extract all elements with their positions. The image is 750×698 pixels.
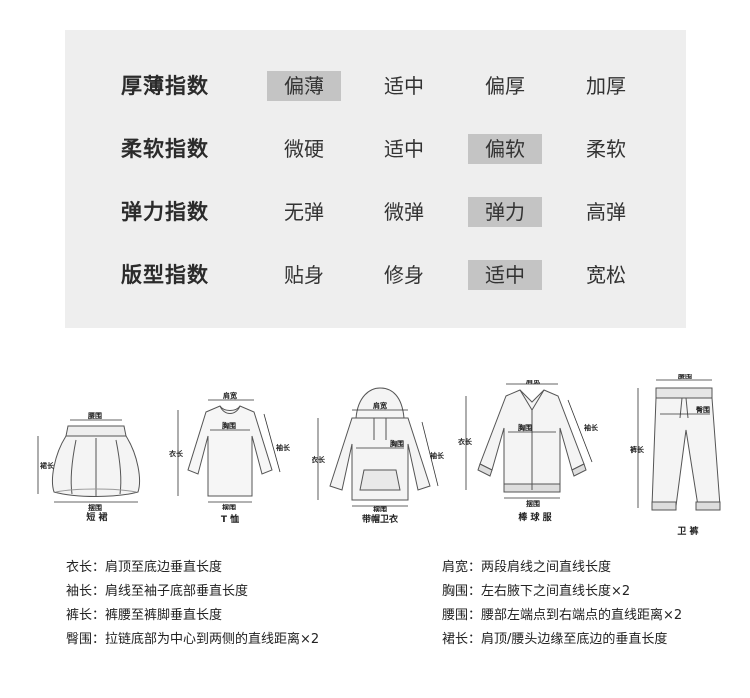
- definition-item: 裤长：裤腰至裤脚垂直长度: [66, 604, 319, 628]
- baseball-hem-label: 摆围: [526, 499, 540, 508]
- skirt-length-label: 裙长: [39, 461, 55, 470]
- tshirt-hem-label: 摆围: [222, 503, 236, 510]
- definition-term: 衣长：: [66, 560, 106, 575]
- option-selected: 偏软: [468, 134, 542, 164]
- option: 偏厚: [485, 74, 525, 98]
- definition-item: 臀围：拉链底部为中心到两侧的直线距离×2: [66, 628, 319, 652]
- definition-item: 胸围：左右腋下之间直线长度×2: [442, 580, 682, 604]
- row-label: 弹力指数: [121, 200, 209, 224]
- tshirt-shoulder-label: 肩宽: [222, 391, 237, 400]
- pants-hip-label: 臀围: [696, 405, 710, 414]
- hoodie-hem-label: 摆围: [373, 505, 387, 512]
- definition-term: 臀围：: [66, 632, 106, 647]
- definition-item: 腰围：腰部左端点到右端点的直线距离×2: [442, 604, 682, 628]
- definition-desc: 肩顶/腰头边缘至底边的垂直长度: [481, 632, 668, 647]
- pants-caption: 卫 裤: [677, 527, 699, 537]
- definition-term: 裙长：: [442, 632, 482, 647]
- definition-term: 肩宽：: [442, 560, 482, 575]
- option-selected: 弹力: [468, 197, 542, 227]
- baseball-jacket-sketch: 肩宽 胸围 衣长 袖长 摆围: [458, 380, 599, 508]
- row-label: 柔软指数: [121, 137, 209, 161]
- garment-sketches: 腰围 裙长 摆围 短 裙 肩宽 胸围 衣长 袖长 摆围 T 恤: [0, 360, 750, 540]
- skirt-sketch: 腰围 裙长 摆围: [37, 411, 140, 512]
- tshirt-caption: T 恤: [220, 515, 240, 525]
- option: 微硬: [284, 137, 324, 161]
- skirt-caption: 短 裙: [86, 513, 108, 523]
- row-label: 版型指数: [121, 263, 209, 287]
- option: 宽松: [586, 263, 626, 287]
- elasticity-index-row: 弹力指数 无弹 微弹 弹力 高弹: [65, 192, 686, 232]
- hoodie-caption: 带帽卫衣: [361, 515, 398, 525]
- definition-desc: 腰部左端点到右端点的直线距离×2: [481, 608, 683, 623]
- definition-desc: 肩顶至底边垂直长度: [105, 560, 223, 575]
- fabric-index-panel: 厚薄指数 偏薄 适中 偏厚 加厚 柔软指数 微硬 适中 偏软 柔软 弹力指数 无…: [65, 30, 686, 328]
- definition-term: 袖长：: [66, 584, 106, 599]
- option: 适中: [384, 137, 424, 161]
- definition-term: 裤长：: [66, 608, 106, 623]
- option: 修身: [384, 263, 424, 287]
- definition-item: 裙长：肩顶/腰头边缘至底边的垂直长度: [442, 628, 682, 652]
- definition-desc: 肩线至袖子底部垂直长度: [105, 584, 249, 599]
- definition-desc: 拉链底部为中心到两侧的直线距离×2: [105, 632, 320, 647]
- pants-length-label: 裤长: [629, 445, 645, 454]
- row-label: 厚薄指数: [121, 74, 209, 98]
- tshirt-length-label: 衣长: [169, 449, 184, 458]
- softness-index-row: 柔软指数 微硬 适中 偏软 柔软: [65, 129, 686, 169]
- skirt-hem-label: 摆围: [88, 503, 102, 512]
- hoodie-sleeve-label: 袖长: [429, 451, 445, 460]
- definition-item: 衣长：肩顶至底边垂直长度: [66, 556, 319, 580]
- skirt-waist-label: 腰围: [87, 411, 102, 420]
- tshirt-sketch: 肩宽 胸围 衣长 袖长 摆围: [169, 391, 291, 510]
- definition-desc: 裤腰至裤脚垂直长度: [105, 608, 223, 623]
- definition-item: 肩宽：两段肩线之间直线长度: [442, 556, 682, 580]
- baseball-caption: 棒 球 服: [518, 513, 552, 523]
- baseball-sleeve-label: 袖长: [583, 423, 599, 432]
- definition-term: 腰围：: [442, 608, 482, 623]
- option: 微弹: [384, 200, 424, 224]
- fit-index-row: 版型指数 贴身 修身 适中 宽松: [65, 255, 686, 295]
- thickness-index-row: 厚薄指数 偏薄 适中 偏厚 加厚: [65, 66, 686, 106]
- pants-waist-label: 腰围: [677, 374, 692, 380]
- pants-sketch: 腰围 裤长 臀围: [629, 374, 721, 511]
- hoodie-shoulder-label: 肩宽: [372, 401, 387, 410]
- hoodie-sketch: 肩宽 胸围 衣长 袖长 摆围: [312, 387, 445, 512]
- baseball-chest-label: 胸围: [518, 423, 532, 432]
- option-selected: 适中: [468, 260, 542, 290]
- tshirt-chest-label: 胸围: [222, 421, 236, 430]
- definition-desc: 左右腋下之间直线长度×2: [481, 584, 631, 599]
- definition-term: 胸围：: [442, 584, 482, 599]
- option: 柔软: [586, 137, 626, 161]
- definition-desc: 两段肩线之间直线长度: [481, 560, 612, 575]
- baseball-shoulder-label: 肩宽: [525, 380, 540, 385]
- option: 贴身: [284, 263, 324, 287]
- definitions-right: 肩宽：两段肩线之间直线长度 胸围：左右腋下之间直线长度×2 腰围：腰部左端点到右…: [442, 556, 682, 652]
- option: 适中: [384, 74, 424, 98]
- option: 无弹: [284, 200, 324, 224]
- option: 高弹: [586, 200, 626, 224]
- option-selected: 偏薄: [267, 71, 341, 101]
- definitions-left: 衣长：肩顶至底边垂直长度 袖长：肩线至袖子底部垂直长度 裤长：裤腰至裤脚垂直长度…: [66, 556, 319, 652]
- baseball-length-label: 衣长: [458, 437, 473, 446]
- hoodie-length-label: 衣长: [312, 455, 326, 464]
- hoodie-chest-label: 胸围: [390, 439, 404, 448]
- option: 加厚: [586, 74, 626, 98]
- tshirt-sleeve-label: 袖长: [275, 443, 291, 452]
- definition-item: 袖长：肩线至袖子底部垂直长度: [66, 580, 319, 604]
